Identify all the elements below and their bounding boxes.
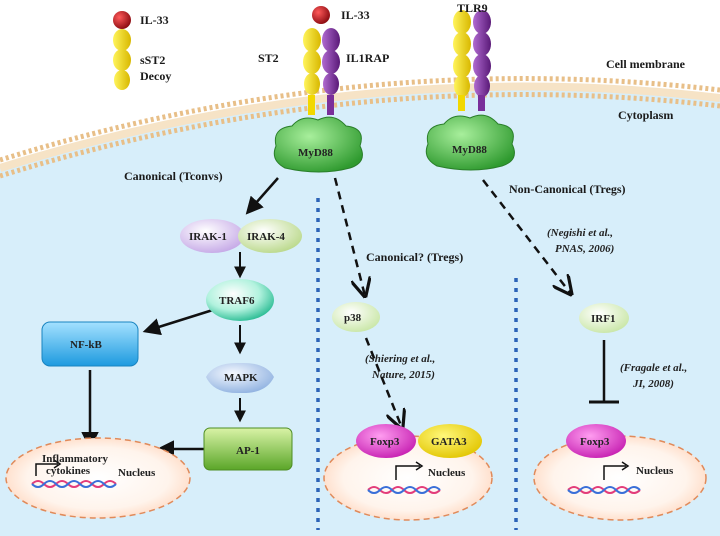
myd88-right-label: MyD88 [452,144,487,156]
irak1-node [180,219,244,253]
st2-il1rap-receptor [303,6,340,115]
citation-fragale-line1: (Fragale et al., [620,362,687,374]
arrow-myd88-to-p38-dashed [333,177,365,296]
citation-shiering-line1: (Shiering et al., [365,353,435,365]
nucleus-mid-label: Nucleus [428,467,466,479]
foxp3-mid-node [356,424,416,458]
myd88-right-node [425,114,515,171]
foxp3-right-label: Foxp3 [580,436,610,448]
cytoplasm-label: Cytoplasm [618,108,673,122]
arrow-myd88-to-irak [245,177,279,215]
ap1-label: AP-1 [236,445,260,457]
irf1-label: IRF1 [591,313,615,325]
il1rap-label: IL1RAP [346,51,389,65]
inhibition-irf1-to-foxp3 [589,340,619,404]
irf1-node [579,303,629,333]
canonical-tregs-label: Canonical? (Tregs) [366,250,463,264]
tlr9-label: TLR9 [457,1,488,15]
traf6-label: TRAF6 [219,295,255,307]
foxp3-right-node [566,424,626,458]
ap1-node [203,427,293,471]
arrow-myd88-to-irf1-dashed [482,179,571,294]
irak1-label: IRAK-1 [189,231,227,243]
citation-shiering-line2: Nature, 2015) [371,369,435,381]
cell-membrane-label: Cell membrane [606,57,686,71]
st2-label: ST2 [258,51,279,65]
citation-fragale-line2: JI, 2008) [632,378,674,390]
arrow-traf6-to-nfkb [142,307,217,336]
il33-left-label: IL-33 [140,13,169,27]
nucleus-right-label: Nucleus [636,465,674,477]
inflammatory-label: Inflammatory [42,453,108,465]
sst2-decoy-receptor [113,11,131,90]
dna-helix-icon [31,480,117,488]
mapk-label: MAPK [224,372,258,384]
p38-label: p38 [344,312,362,324]
irak4-node [238,219,302,253]
myd88-left-label: MyD88 [298,147,333,159]
cell-membrane [0,76,720,179]
tlr9-receptor [453,10,491,111]
arrow-p38-to-foxp3-dashed [364,337,402,428]
citation-negishi-line1: (Negishi et al., [547,227,613,239]
p38-node [332,302,380,332]
myd88-left-node [273,116,363,173]
noncanonical-tregs-label: Non-Canonical (Tregs) [509,182,626,196]
irak4-label: IRAK-4 [247,231,285,243]
gata3-node [418,424,482,458]
citation-negishi-line2: PNAS, 2006) [555,243,614,255]
nfkb-label: NF-kB [70,339,102,351]
il33-ligand-icon [312,6,330,24]
cytokines-label: cytokines [46,465,91,477]
nucleus-left [5,437,191,519]
foxp3-mid-label: Foxp3 [370,436,400,448]
il33-ligand-icon [113,11,131,29]
nfkb-node [41,321,139,367]
decoy-label: Decoy [140,69,171,83]
mapk-node [206,362,274,394]
nucleus-left-label: Nucleus [118,467,156,479]
il33-mid-label: IL-33 [341,8,370,22]
gata3-label: GATA3 [431,436,467,448]
sst2-label: sST2 [140,53,165,67]
traf6-node [206,279,274,321]
canonical-tconvs-label: Canonical (Tconvs) [124,169,223,183]
